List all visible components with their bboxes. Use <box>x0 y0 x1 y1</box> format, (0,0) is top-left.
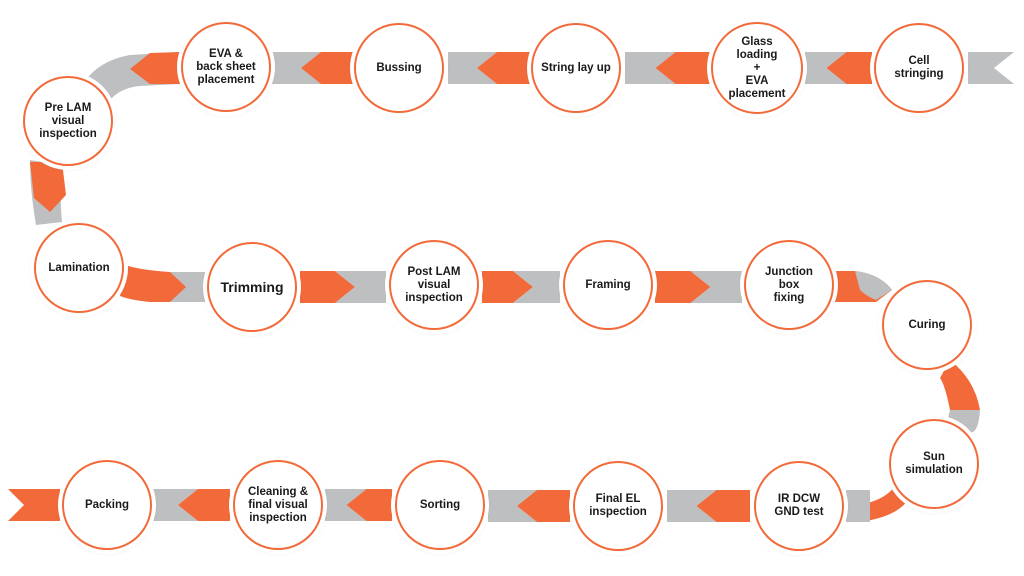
step-label: Cell stringing <box>894 55 944 80</box>
track-segment-gray <box>325 489 367 521</box>
track-segment-gray <box>855 271 892 300</box>
step-ir-dcw-gnd-test: IR DCW GND test <box>754 461 844 551</box>
track-arrow-orange <box>517 490 570 522</box>
step-junction-box-fixing: Junction box fixing <box>744 240 834 330</box>
track-segment-gray <box>170 272 205 302</box>
step-bussing: Bussing <box>354 23 444 113</box>
track-segment-gray <box>150 489 198 521</box>
step-label: Trimming <box>220 278 284 295</box>
step-label: Curing <box>908 318 946 331</box>
track-arrow-orange <box>858 478 908 522</box>
track-arrow-orange <box>30 162 66 212</box>
track-arrow-orange <box>346 489 392 521</box>
step-post-lam-visual-inspection: Post LAM visual inspection <box>389 240 479 330</box>
step-label: Framing <box>585 278 631 291</box>
step-pre-lam-visual-inspection: Pre LAM visual inspection <box>23 76 113 166</box>
track-arrow-orange <box>130 52 180 84</box>
step-label: IR DCW GND test <box>774 493 824 518</box>
track-segment-gray <box>513 271 560 303</box>
step-label: Sun simulation <box>905 451 963 476</box>
track-segment-gray <box>488 490 537 522</box>
step-final-el-inspection: Final EL inspection <box>573 461 663 551</box>
track-arrow-orange <box>178 489 230 521</box>
track-arrow-orange <box>826 52 872 84</box>
track-segment-gray <box>690 271 742 303</box>
step-packing: Packing <box>62 460 152 550</box>
track-arrow-orange <box>482 271 533 303</box>
step-curing: Curing <box>882 280 972 370</box>
step-sorting: Sorting <box>395 460 485 550</box>
track-arrow-orange <box>301 52 354 84</box>
track-tail-orange <box>8 489 60 521</box>
track-segment-gray <box>625 52 676 84</box>
step-label: Bussing <box>376 61 422 74</box>
track-arrow-orange <box>655 271 711 303</box>
track-segment-gray <box>667 490 717 522</box>
step-label: Packing <box>84 498 130 511</box>
step-framing: Framing <box>563 240 653 330</box>
step-trimming: Trimming <box>207 242 297 332</box>
step-label: Pre LAM visual inspection <box>39 101 97 140</box>
step-label: Junction box fixing <box>765 265 813 304</box>
step-lamination: Lamination <box>34 223 124 313</box>
track-segment-gray <box>272 52 321 84</box>
step-eva-back-sheet-placement: EVA & back sheet placement <box>181 22 271 112</box>
track-segment-gray <box>805 52 847 84</box>
track-arrow-orange <box>655 52 710 84</box>
track-arrow-orange <box>300 271 355 303</box>
track-tail-gray <box>968 52 1014 84</box>
step-label: Final EL inspection <box>589 493 647 518</box>
track-segment-gray <box>448 52 497 84</box>
track-arrow-orange <box>940 360 980 410</box>
step-cleaning-final-visual-inspection: Cleaning & final visual inspection <box>233 460 323 550</box>
track-segment-gray <box>846 490 870 522</box>
step-label: String lay up <box>541 61 611 74</box>
step-cell-stringing: Cell stringing <box>874 23 964 113</box>
step-glass-loading-eva-placement: Glass loading + EVA placement <box>711 22 803 114</box>
step-sun-simulation: Sun simulation <box>889 419 979 509</box>
step-label: Sorting <box>419 498 461 511</box>
step-label: Glass loading + EVA placement <box>728 35 786 100</box>
track-segment-gray <box>335 271 386 303</box>
track-arrow-orange <box>696 490 750 522</box>
step-label: EVA & back sheet placement <box>196 47 256 86</box>
step-string-lay-up: String lay up <box>531 23 621 113</box>
step-label: Post LAM visual inspection <box>405 265 463 304</box>
step-label: Cleaning & final visual inspection <box>247 485 309 524</box>
step-label: Lamination <box>48 261 110 274</box>
track-arrow-orange <box>477 52 530 84</box>
